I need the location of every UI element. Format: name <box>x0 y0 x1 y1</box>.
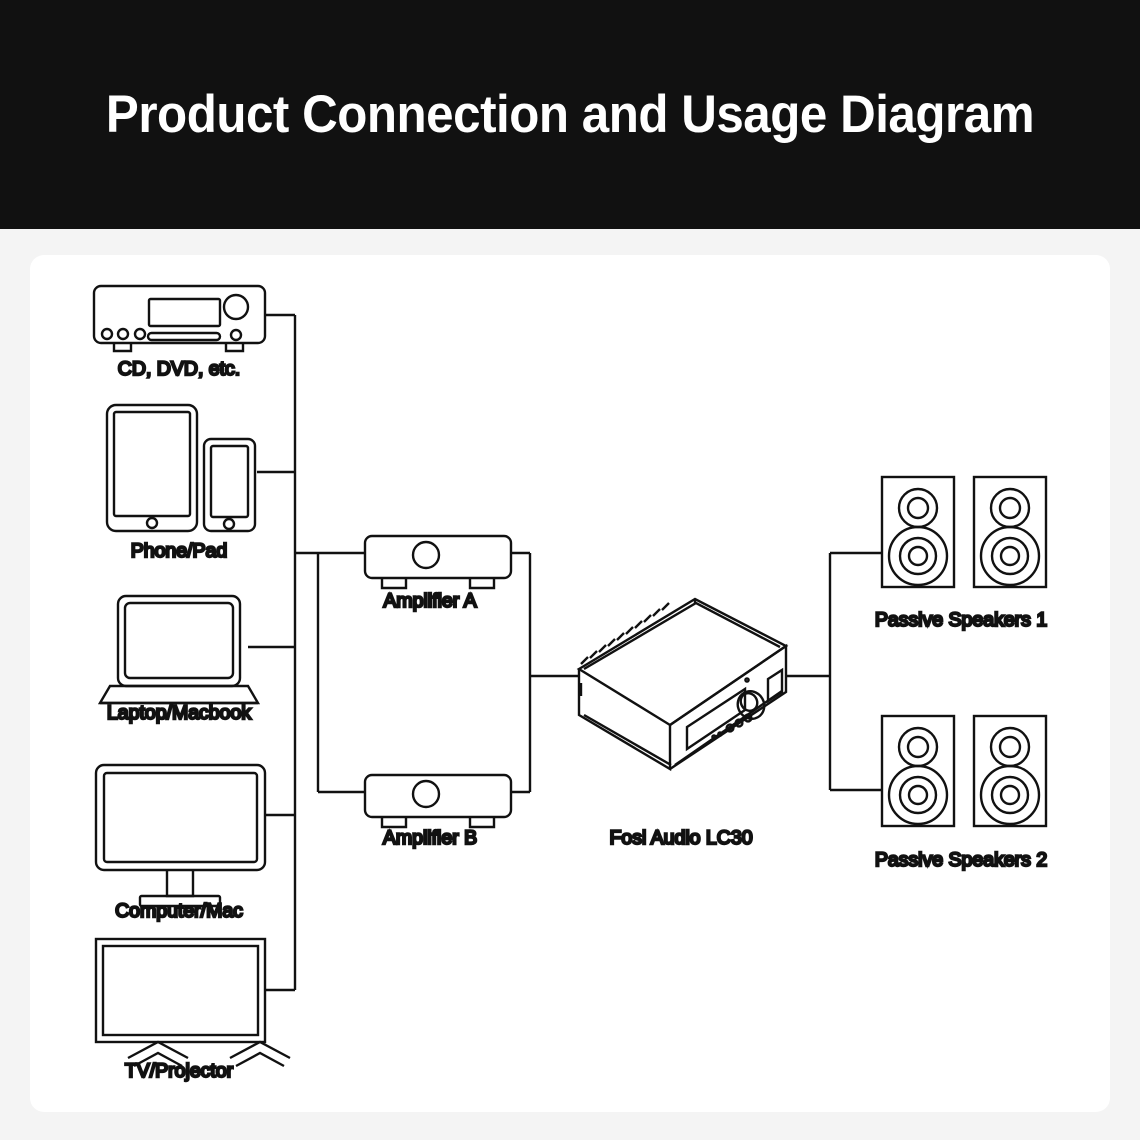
amplifier-a-icon <box>363 534 513 590</box>
television-icon <box>94 937 291 1068</box>
page-title: Product Connection and Usage Diagram <box>105 85 1035 144</box>
desktop-monitor-icon <box>94 763 267 908</box>
speaker-label-2: Passive Speakers 2 <box>875 849 1047 871</box>
connection-diagram: CD, DVD, etc. Phone/Pad <box>92 284 1048 1083</box>
source-label-cd-dvd: CD, DVD, etc. <box>118 358 240 380</box>
diagram-card: CD, DVD, etc. Phone/Pad <box>30 255 1110 1112</box>
device-label-lc30: Fosi Audio LC30 <box>609 827 752 849</box>
laptop-icon <box>97 594 261 705</box>
speaker-output-wiring <box>787 551 882 792</box>
tablet-phone-icon <box>105 403 257 533</box>
source-bus-wiring <box>248 313 297 992</box>
passive-speakers-2-icon <box>880 714 1048 828</box>
speaker-label-1: Passive Speakers 1 <box>875 609 1047 631</box>
passive-speakers-1-icon <box>880 475 1048 589</box>
fosi-lc30-unit-icon <box>576 597 789 772</box>
amplifier-b-icon <box>363 773 513 829</box>
amplifier-label-a: Amplifier A <box>383 590 476 612</box>
amplifier-label-b: Amplifier B <box>383 827 477 849</box>
source-label-phone-pad: Phone/Pad <box>131 540 228 562</box>
header-banner: Product Connection and Usage Diagram <box>0 0 1140 229</box>
amplifier-bracket-wiring <box>295 551 365 794</box>
source-label-laptop: Laptop/Macbook <box>107 702 251 724</box>
amplifier-output-wiring <box>511 551 578 794</box>
source-label-tv: TV/Projector <box>125 1060 234 1082</box>
source-label-computer: Computer/Mac <box>115 900 243 922</box>
cd-dvd-player-icon <box>92 284 267 353</box>
